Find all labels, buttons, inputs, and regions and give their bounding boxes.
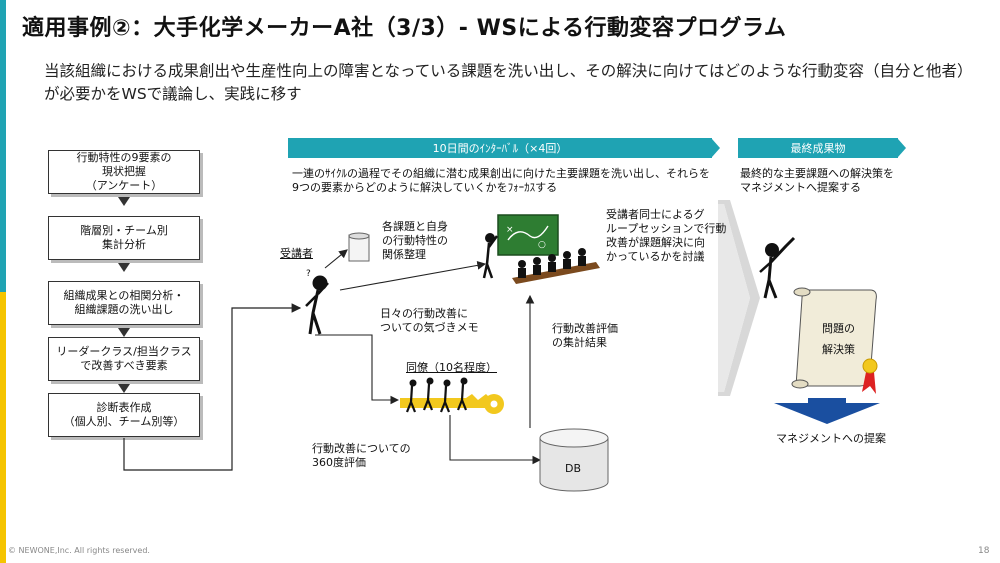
step-label-2: 階層別・チーム別 集計分析 [80,224,168,251]
database-icon [539,428,609,492]
connector-step-to-participant [123,303,302,471]
lead-text: 当該組織における成果創出や生産性向上の障害となっている課題を洗い出し、その解決に… [44,62,973,103]
connector-participant-to-colleagues [315,334,400,405]
step-box-3: 組織成果との相関分析・ 組織課題の洗い出し [48,281,200,325]
scroll-text-line1: 問題の [822,322,855,335]
scroll-text-line2: 解決策 [822,343,855,356]
step-box-1: 行動特性の9要素の 現状把握 （アンケート） [48,150,200,194]
step-label-4: リーダークラス/担当クラス で改善すべき要素 [56,345,192,372]
copyright-footer: © NEWONE,Inc. All rights reserved. [8,546,150,555]
final-header: 最終成果物 [738,138,898,158]
final-description: 最終的な主要課題への解決策を マネジメントへ提案する [740,167,894,194]
document-icon [348,232,370,262]
classroom-icon: × ○ [482,214,600,284]
step-box-2: 階層別・チーム別 集計分析 [48,216,200,260]
evaluation-360-label: 行動改善についての 360度評価 [312,442,411,469]
participant-figure-icon: ? [305,269,329,335]
connector-colleagues-to-db [449,415,542,465]
step-box-4: リーダークラス/担当クラス で改善すべき要素 [48,337,200,381]
step-label-3: 組織成果との相関分析・ 組織課題の洗い出し [63,289,185,316]
relation-label: 各課題と自身 の行動特性の 関係整理 [382,220,448,261]
participant-label: 受講者 [280,247,313,260]
page-number: 18 [978,546,990,556]
step-label-1: 行動特性の9要素の 現状把握 （アンケート） [76,151,172,192]
accent-bar-teal [0,0,6,292]
connector-participant-to-doc [324,249,348,269]
proposal-label: マネジメントへの提案 [776,432,886,445]
presenter-figure-icon [759,236,796,299]
step-down-arrows [118,197,130,393]
colleagues-label: 同僚（10名程度） [406,361,497,374]
evaluation-result-label: 行動改善評価 の集計結果 [552,322,618,349]
big-gray-arrow [718,200,760,396]
connector-participant-to-class [339,261,487,291]
group-session-label: 受講者同士によるグ ループセッションで行動 改善が課題解決に向 かっているかを討… [606,208,727,263]
accent-bar-yellow [0,292,6,563]
svg-text:?: ? [306,269,311,279]
scroll-icon [791,287,877,389]
step-box-5: 診断表作成 （個人別、チーム別等） [48,393,200,437]
step-label-5: 診断表作成 （個人別、チーム別等） [63,401,185,428]
db-label: DB [565,462,582,475]
svg-text:×: × [506,225,514,235]
memo-label: 日々の行動改善に ついての気づきメモ [380,307,479,334]
interval-header: 10日間のｲﾝﾀｰﾊﾞﾙ（×4回） [288,138,712,158]
proposal-arrow-icon [774,403,880,424]
page-title: 適用事例②：大手化学メーカーA社（3/3）- WSによる行動変容プログラム [22,16,787,41]
colleagues-key-icon [400,377,504,414]
svg-text:○: ○ [538,240,546,250]
ribbon-seal-icon [862,358,878,394]
interval-description: 一連のｻｲｸﾙの過程でその組織に潜む成果創出に向けた主要課題を洗い出し、それらを… [292,167,710,194]
